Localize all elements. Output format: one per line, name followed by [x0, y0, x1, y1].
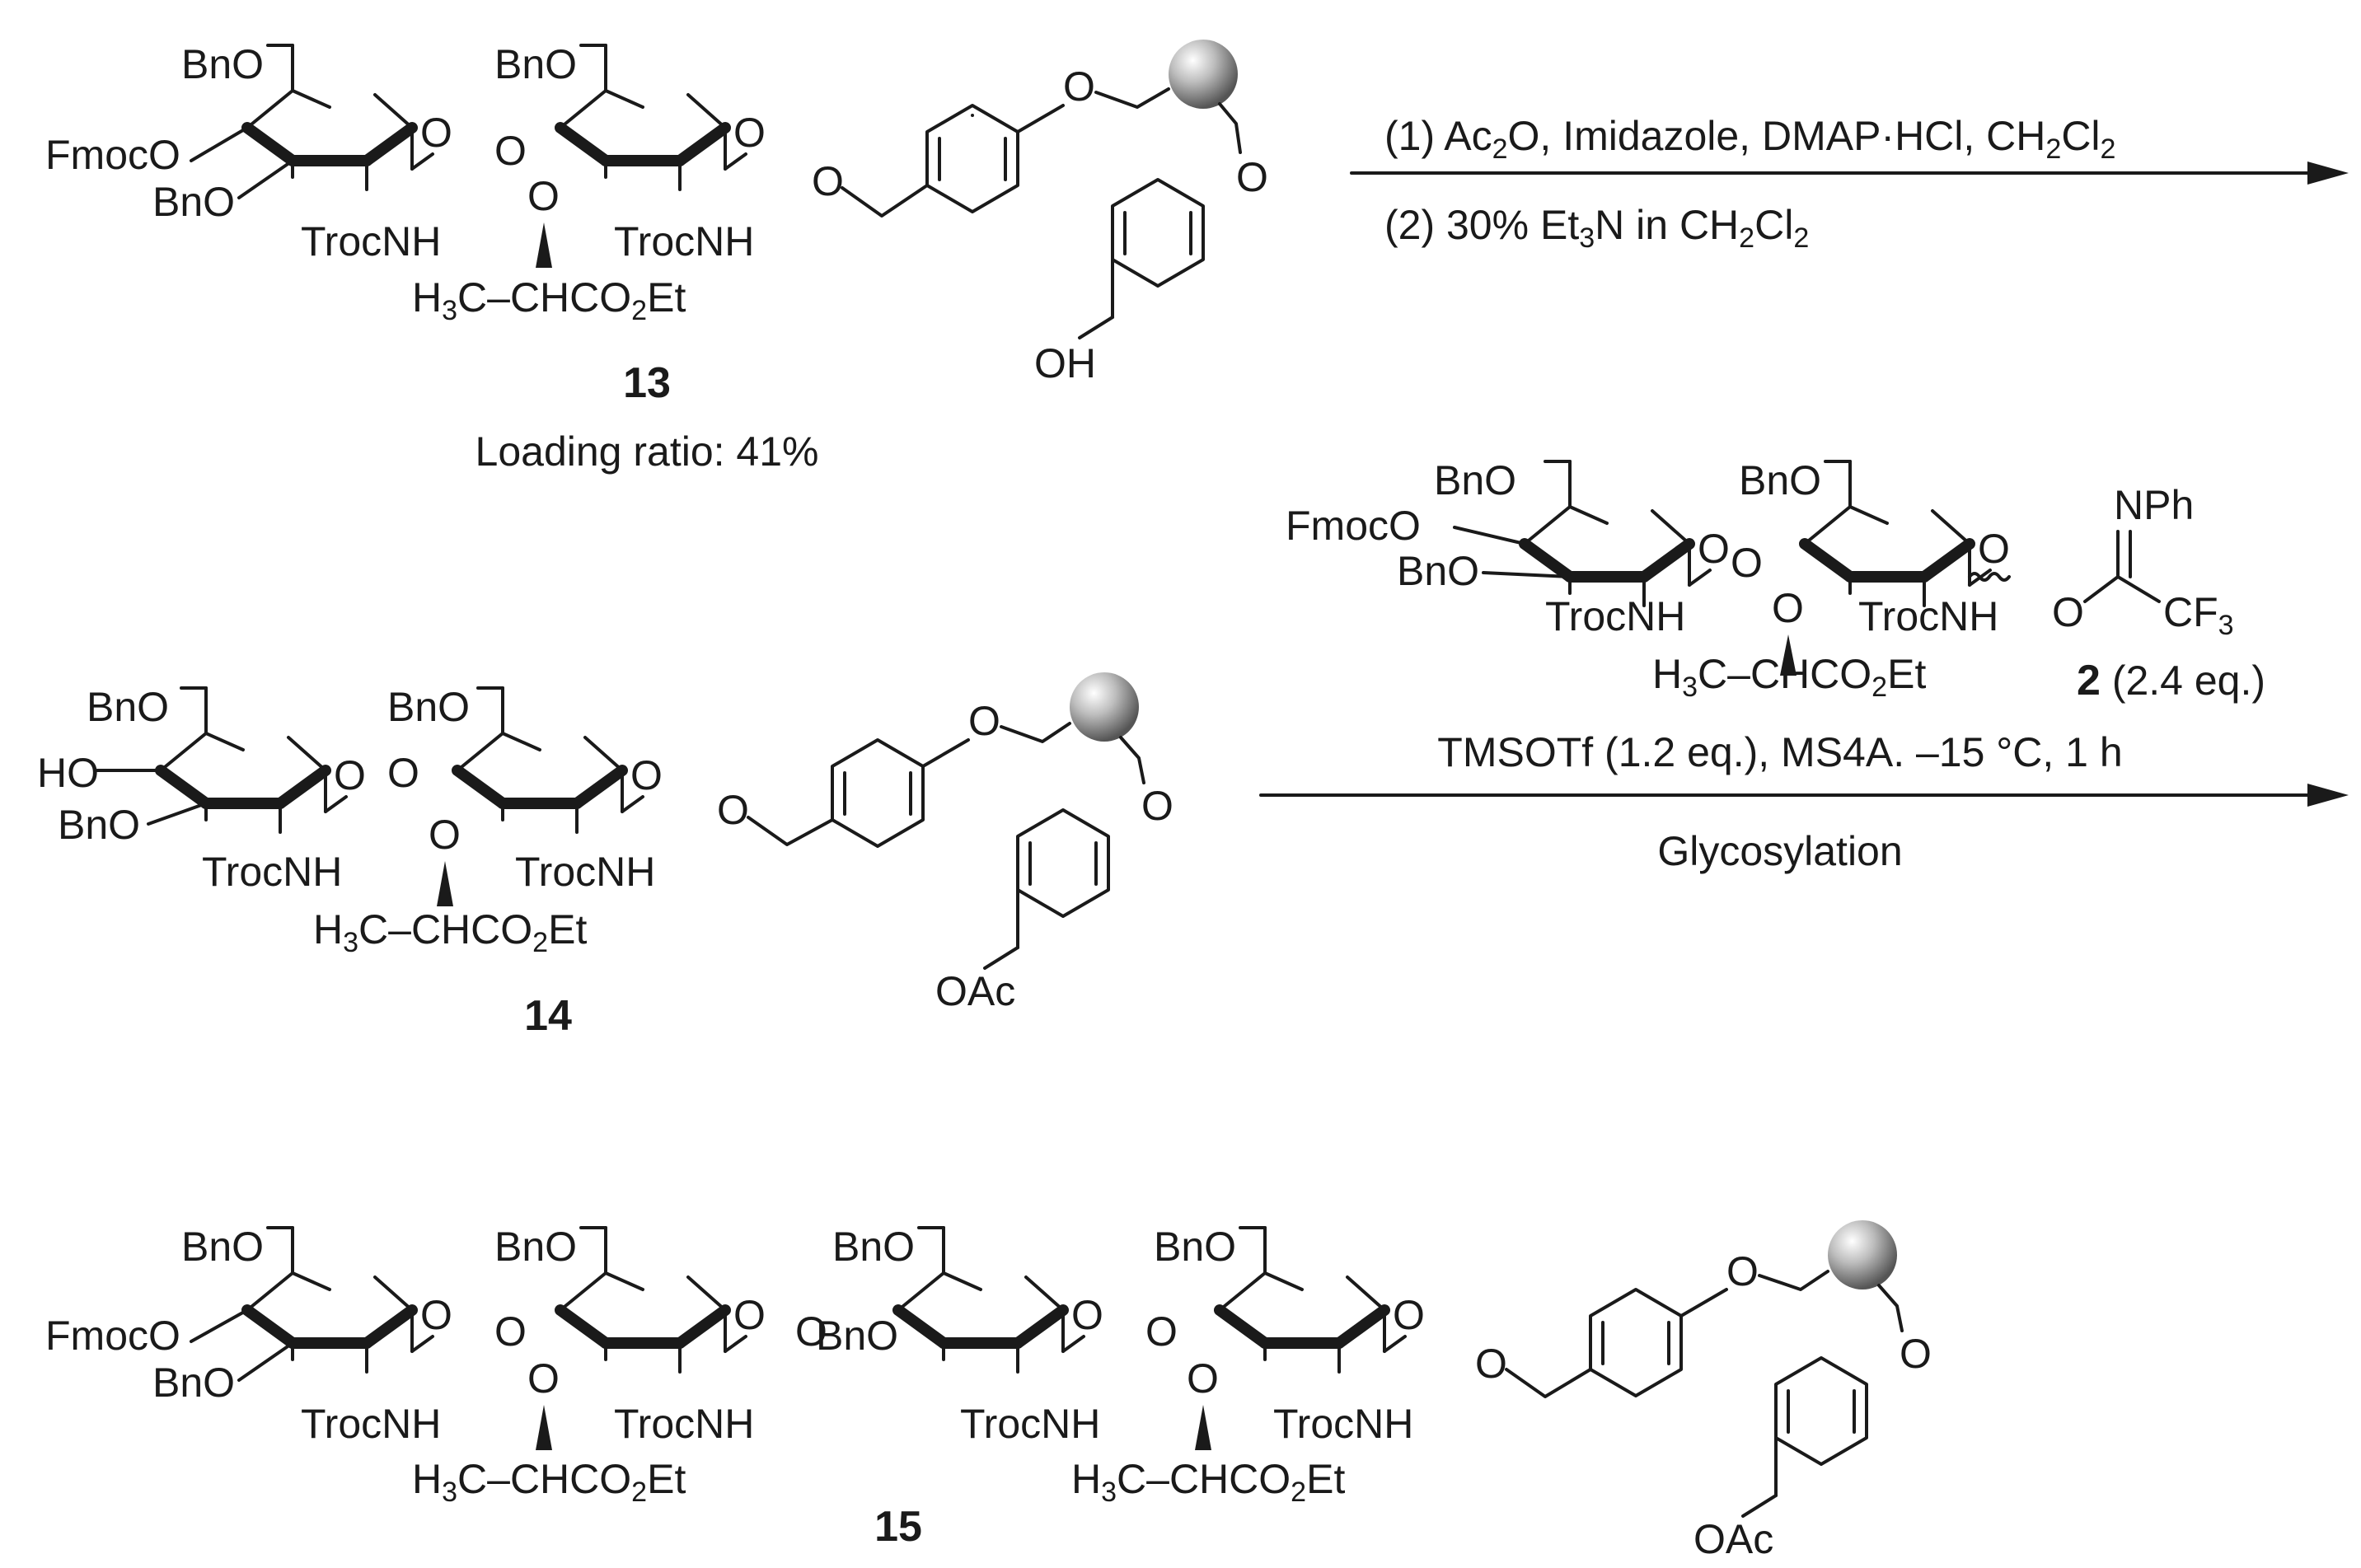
step2-reaction: TMSOTf (1.2 eq.), MS4A. –15 °C, 1 h Glyc… — [1259, 729, 2349, 874]
trocnh-label: TrocNH — [301, 1401, 441, 1447]
step2-conditions: TMSOTf (1.2 eq.), MS4A. –15 °C, 1 h — [1437, 729, 2122, 775]
acetate-label: OAc — [935, 968, 1015, 1014]
ether-oxygen-label: O — [1063, 63, 1095, 110]
donor-2-label: 2 (2.4 eq.) — [2077, 657, 2265, 704]
lactyl-oxygen-label: O — [527, 1355, 560, 1402]
imidate-oxygen-label: O — [2052, 589, 2084, 635]
glycosidic-oxygen-label: O — [494, 128, 527, 174]
step2-name: Glycosylation — [1657, 828, 1902, 874]
step1-conditions-line1: (1) Ac2O, Imidazole, DMAP·HCl, CH2Cl2 — [1384, 113, 2115, 165]
bno-label: BnO — [1154, 1224, 1236, 1270]
hydroxyl-label: OH — [1034, 340, 1096, 386]
ether-oxygen-label: O — [1141, 783, 1173, 829]
lactyl-label: H3C–CHCO2Et — [1652, 651, 1926, 703]
fmoco-label: FmocO — [1286, 503, 1421, 549]
bno-label: BnO — [152, 179, 235, 225]
trocnh-label: TrocNH — [960, 1401, 1100, 1447]
resin-bead-icon — [1169, 40, 1238, 109]
compound-13-structure: O BnO FmocO BnO TrocNH O O BnO O TrocNH … — [45, 40, 1268, 475]
ring-oxygen-label: O — [420, 1292, 452, 1338]
loading-ratio-note: Loading ratio: 41% — [475, 428, 819, 475]
compound-15-structure: O BnO FmocO BnO TrocNH O O BnO O TrocNH … — [45, 1220, 1932, 1562]
nph-label: NPh — [2114, 482, 2194, 528]
acetate-label: OAc — [1693, 1516, 1773, 1562]
anomeric-oxygen-label: O — [717, 787, 749, 833]
lactyl-oxygen-label: O — [429, 812, 461, 858]
trocnh-label: TrocNH — [515, 849, 655, 895]
trocnh-label: TrocNH — [301, 218, 441, 264]
ring-oxygen-label: O — [1978, 526, 2010, 572]
trocnh-label: TrocNH — [1545, 593, 1685, 639]
bno-label: BnO — [58, 802, 140, 848]
lactyl-label: H3C–CHCO2Et — [313, 906, 587, 958]
compound-15-number: 15 — [874, 1503, 922, 1551]
step1-conditions-line2: (2) 30% Et3N in CH2Cl2 — [1384, 202, 1809, 254]
lactyl-label: H3C–CHCO2Et — [412, 274, 686, 326]
anomeric-oxygen-label: O — [812, 158, 844, 204]
glycosidic-oxygen-label: O — [1145, 1308, 1178, 1355]
bno-label: BnO — [1434, 457, 1516, 503]
trocnh-label: TrocNH — [202, 849, 342, 895]
donor-2-structure: O BnO FmocO BnO TrocNH O O BnO O TrocNH … — [1286, 457, 2265, 704]
ether-oxygen-label: O — [1236, 154, 1268, 200]
bno-label: BnO — [1397, 548, 1479, 594]
lactyl-label: H3C–CHCO2Et — [1071, 1456, 1345, 1508]
ring-oxygen-label: O — [1393, 1292, 1425, 1338]
trocnh-label: TrocNH — [614, 218, 754, 264]
compound-13-number: 13 — [623, 359, 671, 407]
compound-14-structure: O BnO HO BnO TrocNH O O BnO O TrocNH H3C… — [37, 672, 1173, 1040]
lactyl-oxygen-label: O — [1187, 1355, 1219, 1402]
ether-oxygen-label: O — [1726, 1248, 1759, 1294]
compound-14-number: 14 — [524, 992, 572, 1040]
cf3-label: CF3 — [2163, 589, 2234, 641]
bno-label: BnO — [181, 1224, 264, 1270]
fmoco-label: FmocO — [45, 1313, 180, 1359]
resin-bead-icon — [1828, 1220, 1897, 1290]
reaction-arrowhead-icon — [2307, 784, 2349, 807]
hydroxyl-label: HO — [37, 750, 99, 796]
ether-oxygen-label: O — [968, 698, 1000, 744]
bno-label: BnO — [494, 41, 577, 87]
trocnh-label: TrocNH — [1858, 593, 1998, 639]
bno-label: BnO — [832, 1224, 915, 1270]
anomeric-oxygen-label: O — [1475, 1341, 1507, 1387]
ring-oxygen-label: O — [1071, 1292, 1103, 1338]
bno-label: BnO — [1739, 457, 1821, 503]
glycosidic-oxygen-label: O — [494, 1308, 527, 1355]
glycosidic-oxygen-label: O — [387, 750, 419, 796]
trocnh-label: TrocNH — [614, 1401, 754, 1447]
bno-label: BnO — [181, 41, 264, 87]
lactyl-label: H3C–CHCO2Et — [412, 1456, 686, 1508]
ring-oxygen-label: O — [334, 752, 366, 798]
bno-label: BnO — [816, 1313, 898, 1359]
ring-oxygen-label: O — [733, 110, 766, 156]
lactyl-oxygen-label: O — [1772, 585, 1804, 631]
glycosidic-oxygen-label: O — [795, 1308, 827, 1355]
bno-label: BnO — [87, 684, 169, 730]
reaction-arrowhead-icon — [2307, 161, 2349, 185]
bno-label: BnO — [494, 1224, 577, 1270]
bno-label: BnO — [152, 1360, 235, 1406]
ring-oxygen-label: O — [1698, 526, 1730, 572]
bno-label: BnO — [387, 684, 470, 730]
step1-reaction: (1) Ac2O, Imidazole, DMAP·HCl, CH2Cl2 (2… — [1350, 113, 2349, 254]
lactyl-oxygen-label: O — [527, 173, 560, 219]
ether-oxygen-label: O — [1900, 1331, 1932, 1377]
trocnh-label: TrocNH — [1273, 1401, 1413, 1447]
ring-oxygen-label: O — [420, 110, 452, 156]
resin-bead-icon — [1070, 672, 1139, 742]
ring-oxygen-label: O — [733, 1292, 766, 1338]
ring-oxygen-label: O — [630, 752, 663, 798]
glycosidic-oxygen-label: O — [1731, 540, 1763, 586]
fmoco-label: FmocO — [45, 132, 180, 178]
